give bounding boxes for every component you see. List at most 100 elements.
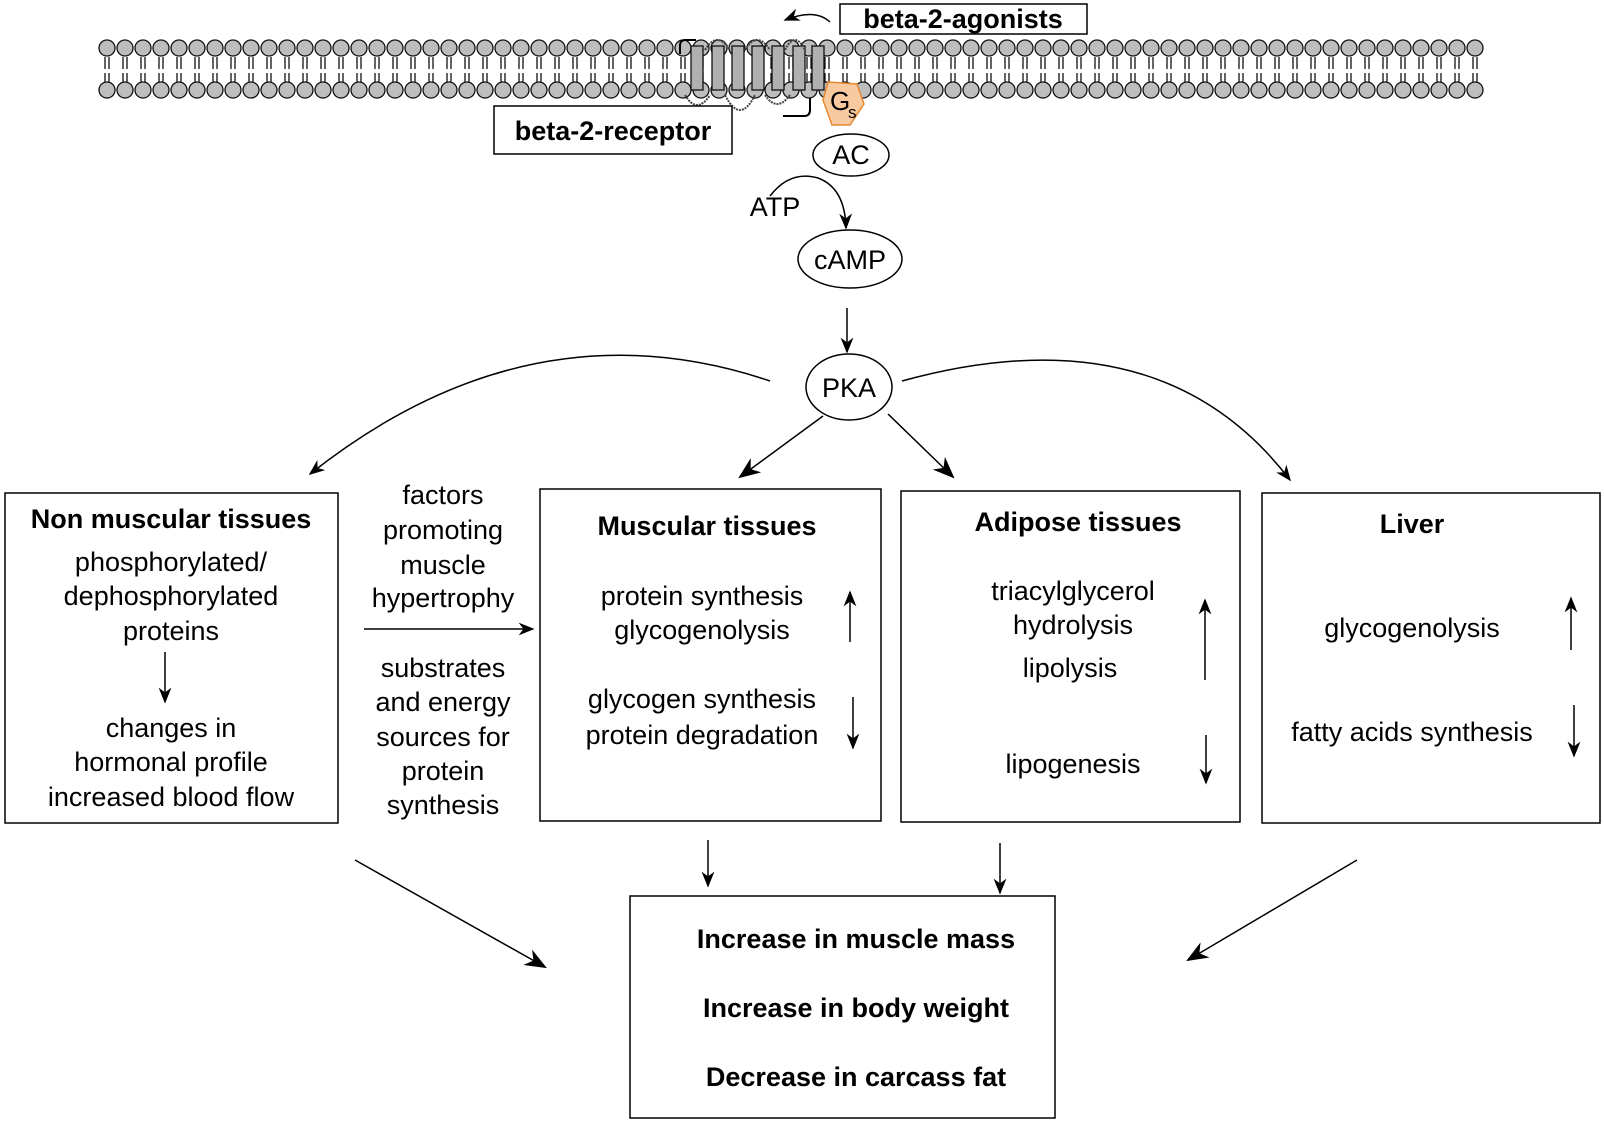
lipid-head [998, 39, 1016, 57]
lipid-head [242, 39, 260, 57]
muscular-title: Muscular tissues [597, 511, 816, 541]
lipid-head [1340, 39, 1358, 57]
lipid-head [1430, 39, 1448, 57]
lipid-head [332, 39, 350, 57]
lipid-head [314, 81, 332, 99]
lipid-head [1250, 81, 1268, 99]
lipid-head [584, 39, 602, 57]
lipid-head [1160, 81, 1178, 99]
lipid-head [908, 81, 926, 99]
lipid-head [1304, 39, 1322, 57]
outcome-box: Increase in muscle mass Increase in body… [629, 895, 1056, 1119]
lipid-head [1070, 81, 1088, 99]
muscular-up-line: glycogenolysis [614, 615, 790, 645]
adipose-tissues-box: Adipose tissues triacylglycerol hydrolys… [900, 490, 1241, 823]
lipid-head [1448, 39, 1466, 57]
lipid-head [1178, 81, 1196, 99]
lipid-head [458, 39, 476, 57]
lipid-head [656, 81, 674, 99]
transmembrane-helix [731, 45, 745, 91]
pka-to-muscular-arrow [738, 415, 824, 479]
lipid-head [548, 81, 566, 99]
atp-to-camp-arrow [769, 175, 853, 230]
lipid-head [476, 81, 494, 99]
lipid-head [1124, 81, 1142, 99]
adipose-up-line: lipolysis [1023, 653, 1118, 683]
lipid-head [1052, 81, 1070, 99]
lipid-head [152, 39, 170, 57]
agonist-binding-arrow [783, 8, 831, 23]
substrates-line: substrates [381, 653, 506, 683]
factors-line: hypertrophy [372, 583, 515, 613]
lipid-head [566, 39, 584, 57]
lipid-head [1052, 39, 1070, 57]
liver-up-line: glycogenolysis [1324, 613, 1500, 643]
beta2-receptor-label: beta-2-receptor [515, 116, 712, 146]
lipid-head [944, 39, 962, 57]
lipid-head [926, 81, 944, 99]
lipid-head [458, 81, 476, 99]
transmembrane-helix [771, 45, 785, 91]
lipid-head [1412, 81, 1430, 99]
factors-line: factors [402, 480, 483, 510]
lipid-head [1466, 39, 1484, 57]
lipid-head [332, 81, 350, 99]
outcome-line: Decrease in carcass fat [706, 1062, 1006, 1092]
lipid-head [620, 39, 638, 57]
lipid-head [1322, 39, 1340, 57]
lipid-head [278, 39, 296, 57]
lipid-head [944, 81, 962, 99]
lipid-head [1268, 39, 1286, 57]
lipid-head [1322, 81, 1340, 99]
lipid-head [116, 39, 134, 57]
lipid-head [296, 81, 314, 99]
pka-to-non-muscular-arrow [308, 354, 771, 475]
lipid-head [386, 39, 404, 57]
lipid-head [1376, 39, 1394, 57]
non-muscular-line: changes in [106, 713, 237, 743]
lipid-head [1376, 81, 1394, 99]
transmembrane-helix [811, 45, 825, 91]
lipid-head [278, 81, 296, 99]
lipid-head [134, 39, 152, 57]
lipid-head [494, 81, 512, 99]
lipid-head [602, 39, 620, 57]
lipid-head [98, 81, 116, 99]
outcome-line: Increase in muscle mass [697, 924, 1015, 954]
substrates-line: synthesis [387, 790, 500, 820]
lipid-head [962, 81, 980, 99]
factors-text: factors promoting muscle hypertrophy [372, 480, 515, 613]
lipid-head [980, 81, 998, 99]
lipid-head [404, 81, 422, 99]
beta2-agonists-label: beta-2-agonists [863, 4, 1063, 34]
gs-label: G [830, 86, 850, 116]
pka-label: PKA [822, 373, 876, 403]
non-muscular-to-outcome-arrow [354, 859, 547, 969]
camp-node: cAMP [797, 229, 903, 289]
lipid-head [530, 81, 548, 99]
non-muscular-line: increased blood flow [48, 782, 295, 812]
lipid-head [1106, 81, 1124, 99]
lipid-head [350, 81, 368, 99]
lipid-head [242, 81, 260, 99]
non-muscular-line: proteins [123, 616, 219, 646]
lipid-head [602, 81, 620, 99]
substrates-line: protein [402, 756, 485, 786]
lipid-head [386, 81, 404, 99]
lipid-head [674, 39, 692, 57]
lipid-head [170, 39, 188, 57]
lipid-head [998, 81, 1016, 99]
lipid-head [1034, 81, 1052, 99]
beta2-receptor-icon [679, 39, 825, 117]
lipid-head [620, 81, 638, 99]
lipid-head [134, 81, 152, 99]
factors-line: promoting [383, 515, 503, 545]
lipid-head [872, 39, 890, 57]
lipid-head [1394, 39, 1412, 57]
liver-box: Liver glycogenolysis fatty acids synthes… [1261, 492, 1601, 824]
gs-subscript: s [848, 103, 857, 122]
beta2-receptor-label-box: beta-2-receptor [493, 105, 733, 155]
ac-label: AC [832, 140, 870, 170]
pka-to-adipose-arrow [887, 413, 955, 479]
